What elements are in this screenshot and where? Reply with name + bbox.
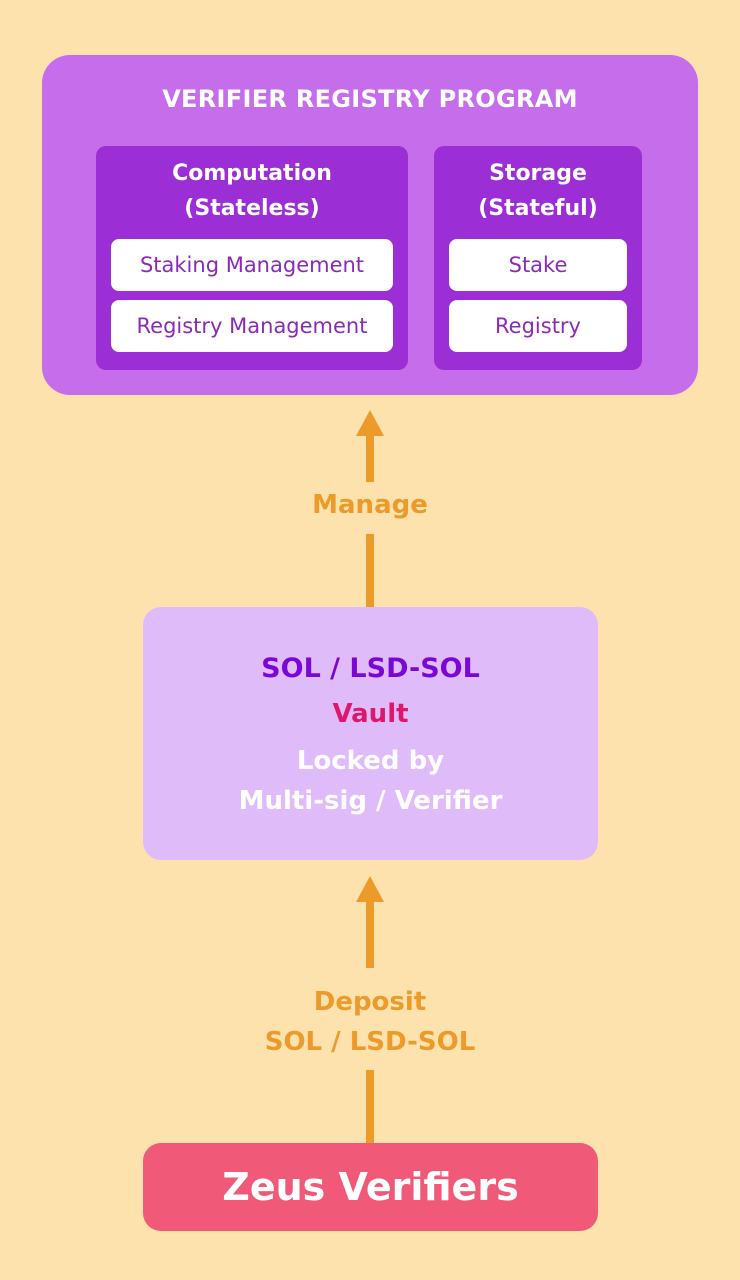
computation-title: Computation (Stateless) bbox=[96, 156, 408, 226]
computation-title-line1: Computation bbox=[172, 161, 332, 186]
deposit-arrowhead bbox=[356, 876, 384, 902]
computation-panel: Computation (Stateless) Staking Manageme… bbox=[96, 146, 408, 370]
deposit-label-line2: SOL / LSD-SOL bbox=[264, 1027, 476, 1057]
registry-item: Registry bbox=[449, 300, 627, 352]
manage-arrow-shaft-top bbox=[366, 434, 374, 482]
storage-panel: Storage (Stateful) Stake Registry bbox=[434, 146, 642, 370]
storage-title: Storage (Stateful) bbox=[434, 156, 642, 226]
computation-title-line2: (Stateless) bbox=[184, 196, 320, 221]
vault-asset: SOL / LSD-SOL bbox=[261, 653, 480, 684]
vault-lock-line1: Locked by bbox=[296, 746, 445, 776]
manage-label: Manage bbox=[312, 490, 428, 520]
storage-title-line2: (Stateful) bbox=[478, 196, 598, 221]
storage-title-line1: Storage bbox=[489, 161, 587, 186]
program-title: VERIFIER REGISTRY PROGRAM bbox=[162, 85, 578, 113]
vault-box: SOL / LSD-SOL Vault Locked by Multi-sig … bbox=[143, 607, 598, 860]
stake-item: Stake bbox=[449, 239, 627, 291]
zeus-verifiers-box: Zeus Verifiers bbox=[143, 1143, 598, 1231]
manage-arrow-shaft-bottom bbox=[366, 534, 374, 608]
vault-name: Vault bbox=[332, 699, 409, 729]
staking-management-item: Staking Management bbox=[111, 239, 393, 291]
vault-lock-info: Locked by Multi-sig / Verifier bbox=[143, 741, 598, 821]
verifier-registry-program: VERIFIER REGISTRY PROGRAM Computation (S… bbox=[42, 55, 698, 395]
registry-management-item: Registry Management bbox=[111, 300, 393, 352]
deposit-label-line1: Deposit bbox=[313, 987, 427, 1017]
deposit-arrow-shaft-top bbox=[366, 900, 374, 968]
deposit-arrow-shaft-bottom bbox=[366, 1070, 374, 1144]
deposit-label: Deposit SOL / LSD-SOL bbox=[0, 982, 740, 1062]
manage-arrowhead bbox=[356, 410, 384, 436]
vault-lock-line2: Multi-sig / Verifier bbox=[238, 786, 503, 816]
